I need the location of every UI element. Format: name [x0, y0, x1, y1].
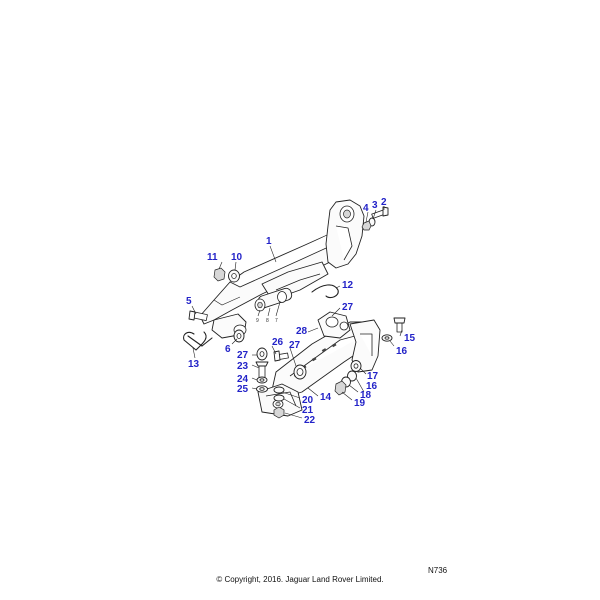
callout-14: 14 — [320, 392, 332, 403]
washer-20 — [273, 386, 285, 394]
bolt-23 — [255, 361, 269, 379]
callout-23: 23 — [237, 361, 249, 372]
main-arm-assembly — [199, 199, 365, 339]
callout-21: 21 — [302, 405, 314, 416]
callout-20: 20 — [302, 395, 314, 406]
callout-22: 22 — [304, 415, 316, 426]
washer-25 — [256, 385, 268, 393]
washer-17 — [350, 360, 362, 372]
bolt-26 — [273, 350, 289, 362]
callout-19: 19 — [354, 398, 366, 409]
small-label-8: 8 — [266, 318, 269, 324]
callout-labels: 1 2 3 4 5 6 10 11 12 13 14 15 16 16 17 1… — [186, 197, 416, 426]
clip-13 — [183, 331, 213, 351]
bolt-5 — [188, 310, 208, 321]
nut-22 — [273, 406, 285, 419]
callout-24: 24 — [237, 374, 249, 385]
washer-10 — [228, 269, 240, 283]
bush-6 — [233, 329, 245, 343]
bolt-2 — [371, 206, 389, 219]
nut-19 — [334, 380, 347, 396]
callout-28: 28 — [296, 326, 308, 337]
small-label-7: 7 — [275, 318, 278, 324]
washer-16-right — [381, 334, 393, 342]
callout-6: 6 — [225, 344, 231, 355]
callout-11: 11 — [207, 252, 218, 263]
callout-16-lower: 16 — [366, 381, 378, 392]
callout-27-top: 27 — [342, 302, 354, 313]
callout-26: 26 — [272, 337, 284, 348]
bolt-15 — [393, 317, 406, 333]
base-plate-assembly — [257, 311, 381, 417]
leader-lines — [191, 206, 403, 419]
callout-2: 2 — [381, 197, 387, 208]
callout-18: 18 — [360, 390, 372, 401]
callout-17: 17 — [367, 371, 379, 382]
callout-12: 12 — [342, 280, 354, 291]
callout-16-right: 16 — [396, 346, 408, 357]
callout-13: 13 — [188, 359, 200, 370]
bush-27-left — [256, 347, 268, 361]
diagram-reference-code: N736 — [428, 566, 448, 575]
nut-11 — [213, 267, 226, 282]
small-label-9: 9 — [256, 318, 259, 324]
callout-15: 15 — [404, 333, 416, 344]
callout-10: 10 — [231, 252, 243, 263]
copyright-notice: © Copyright, 2016. Jaguar Land Rover Lim… — [216, 575, 384, 584]
washer-21 — [273, 394, 285, 402]
callout-5: 5 — [186, 296, 192, 307]
callout-4: 4 — [363, 203, 369, 214]
washer-24 — [256, 376, 268, 384]
callout-27-left: 27 — [237, 350, 249, 361]
callout-27-mid: 27 — [289, 340, 301, 351]
callout-25: 25 — [237, 384, 249, 395]
callout-3: 3 — [372, 200, 378, 211]
callout-1: 1 — [266, 236, 272, 247]
nut-4 — [361, 220, 372, 231]
